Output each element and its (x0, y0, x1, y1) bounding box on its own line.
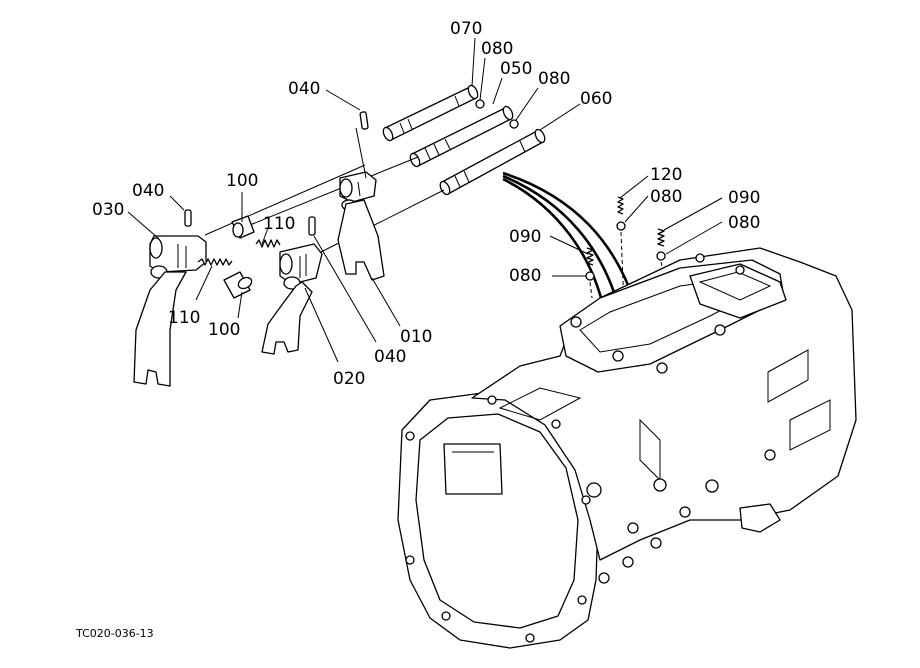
callout-100-low: 100 (208, 320, 240, 340)
spring-pin-040-top (359, 111, 369, 130)
steel-ball-080c (616, 221, 626, 231)
spring-120 (617, 196, 624, 215)
leader-lines (127, 37, 723, 363)
callout-100-top: 100 (226, 171, 258, 191)
callout-080-e: 080 (509, 266, 541, 286)
shift-fork-010 (337, 171, 385, 281)
callout-080-d: 080 (728, 213, 760, 233)
steel-ball-080b (509, 119, 519, 129)
callout-050: 050 (500, 59, 532, 79)
callout-020: 020 (333, 369, 365, 389)
shift-rod-050 (409, 105, 514, 168)
spring-110-low (197, 258, 233, 266)
callout-080-b: 080 (538, 69, 570, 89)
callout-110-low: 110 (168, 308, 200, 328)
spring-090b (657, 228, 665, 247)
callout-040-low: 040 (374, 347, 406, 367)
steel-ball-080e (656, 251, 666, 261)
shift-fork-020 (261, 243, 323, 355)
callout-080-a: 080 (481, 39, 513, 59)
shift-rod-070 (382, 84, 479, 142)
callout-090-a: 090 (728, 188, 760, 208)
callout-010: 010 (400, 327, 432, 347)
callout-090-b: 090 (509, 227, 541, 247)
spring-110-mid (255, 239, 281, 248)
callout-110-mid: 110 (263, 214, 295, 234)
plunger-100-low (223, 271, 253, 299)
spring-pin-040-low (308, 216, 316, 236)
callout-040-top: 040 (288, 79, 320, 99)
steel-ball-080d (585, 271, 595, 281)
transmission-case (397, 247, 857, 649)
spring-090a (586, 247, 594, 266)
callout-080-c: 080 (650, 187, 682, 207)
spring-pin-040-left (184, 209, 192, 227)
shift-fork-030 (133, 235, 207, 387)
callout-030: 030 (92, 200, 124, 220)
figure-code: TC020-036-13 (75, 627, 154, 640)
callout-060: 060 (580, 89, 612, 109)
callout-040-left: 040 (132, 181, 164, 201)
steel-ball-080a (475, 99, 485, 109)
callout-070: 070 (450, 19, 482, 39)
shift-rod-060 (439, 128, 546, 196)
plunger-100-top (231, 215, 255, 239)
callout-120: 120 (650, 165, 682, 185)
